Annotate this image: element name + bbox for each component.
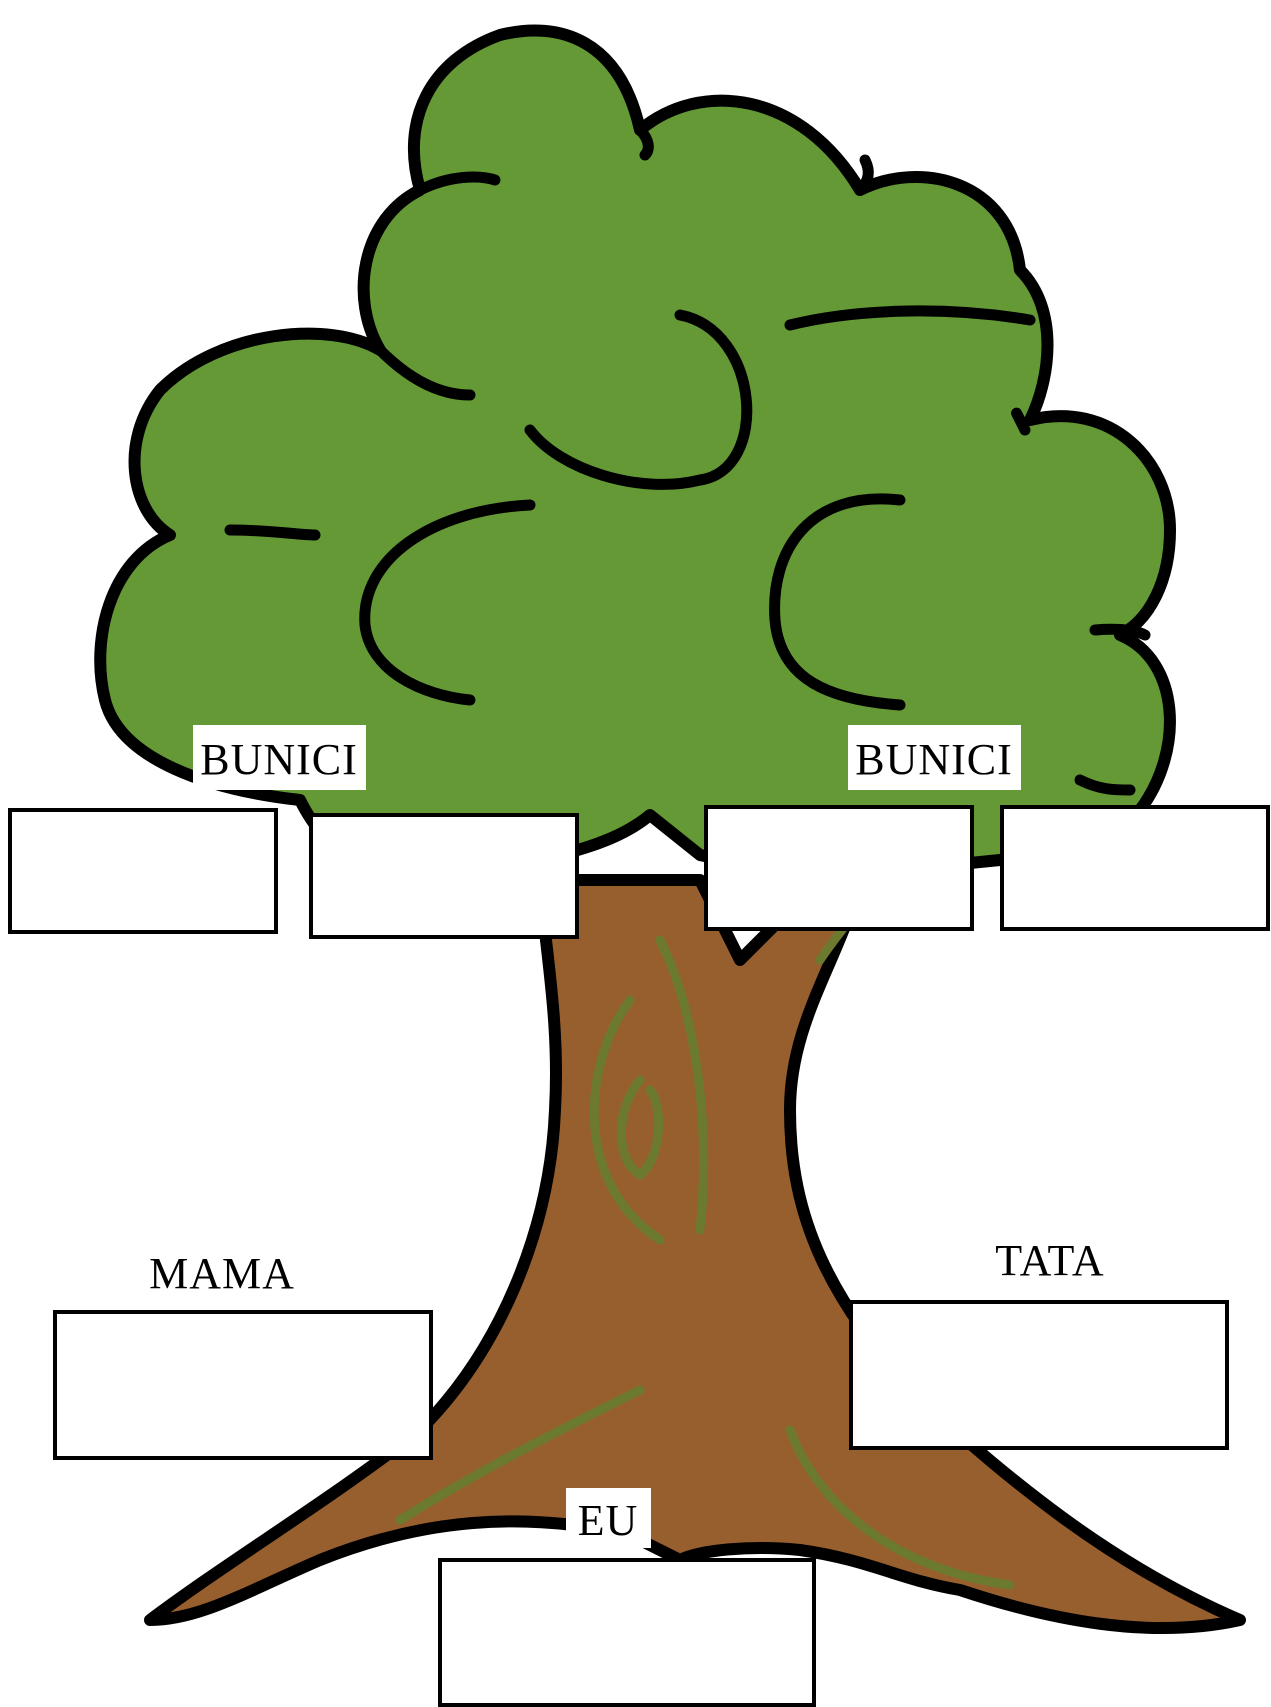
foliage-curve <box>224 524 321 541</box>
foliage-curve <box>784 305 1036 331</box>
foliage-curve <box>1089 623 1151 641</box>
bark-line <box>589 995 665 1245</box>
label-bg-bunici-left <box>193 725 366 790</box>
grandparents-row <box>8 805 1270 939</box>
foliage-curve <box>524 309 753 490</box>
grandparent-box-1[interactable] <box>8 808 278 934</box>
foliage-curve <box>634 124 654 161</box>
foliage-curve <box>374 344 476 401</box>
label-eu: EU <box>578 1496 639 1545</box>
foliage-curve <box>359 499 536 706</box>
label-bunici-right: BUNICI <box>855 735 1013 784</box>
grandparent-box-4[interactable] <box>1000 805 1270 931</box>
foliage-curve <box>854 154 874 196</box>
father-box[interactable] <box>849 1300 1229 1450</box>
label-mama: MAMA <box>149 1249 295 1298</box>
label-bunici-left: BUNICI <box>200 735 358 784</box>
bark-line <box>785 1425 1015 1590</box>
foliage-curve <box>1011 407 1031 436</box>
label-tata: TATA <box>995 1236 1104 1285</box>
mother-box[interactable] <box>53 1310 433 1460</box>
bark-line <box>616 1075 664 1181</box>
label-bg-eu <box>566 1488 651 1548</box>
label-bg-bunici-right <box>848 725 1021 790</box>
foliage-curve <box>1074 774 1136 796</box>
self-box[interactable] <box>438 1558 816 1707</box>
bark-line <box>655 935 709 1235</box>
grandparent-box-3[interactable] <box>704 805 974 931</box>
grandparent-box-2[interactable] <box>309 813 579 939</box>
bark-line <box>395 1385 645 1525</box>
foliage-curve <box>769 493 906 711</box>
foliage-curve <box>414 171 501 196</box>
